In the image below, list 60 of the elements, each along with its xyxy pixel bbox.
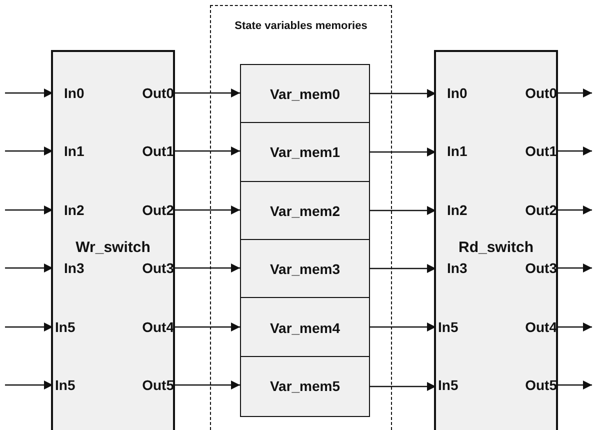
arrow — [370, 206, 436, 216]
port-label: Out3 — [525, 259, 557, 277]
port-label: In0 — [436, 84, 468, 102]
port-label: Out2 — [525, 201, 557, 219]
arrow — [5, 88, 53, 98]
arrow — [370, 147, 436, 157]
port-label: Out4 — [525, 318, 557, 336]
port-label: In5 — [436, 318, 458, 336]
arrow — [174, 263, 240, 273]
arrow — [370, 322, 436, 332]
dashed-group — [210, 5, 392, 430]
switch-block — [434, 50, 558, 430]
memory-box: Var_mem4 — [240, 297, 370, 357]
port-label: Out0 — [525, 84, 557, 102]
arrow — [5, 146, 53, 156]
arrow — [370, 264, 436, 274]
port-label: Out3 — [142, 259, 174, 277]
memory-box: Var_mem1 — [240, 122, 370, 182]
arrow — [557, 146, 592, 156]
arrow — [174, 322, 240, 332]
port-label: In1 — [436, 142, 468, 160]
memory-box: Var_mem0 — [240, 64, 370, 123]
port-label: In5 — [53, 376, 76, 394]
arrow — [174, 146, 240, 156]
arrow — [174, 205, 240, 215]
port-label: Out5 — [142, 376, 174, 394]
block-title: Rd_switch — [457, 239, 534, 256]
memory-box: Var_mem3 — [240, 239, 370, 298]
port-label: In0 — [53, 84, 84, 102]
arrow — [557, 322, 592, 332]
arrow — [5, 263, 53, 273]
group-title: State variables memories — [234, 20, 368, 32]
port-label: Out5 — [525, 376, 557, 394]
port-label: In5 — [53, 318, 76, 336]
port-label: Out4 — [142, 318, 174, 336]
port-label: Out2 — [142, 201, 174, 219]
memory-box: Var_mem2 — [240, 181, 370, 240]
arrow — [174, 380, 240, 390]
memory-box: Var_mem5 — [240, 356, 370, 417]
arrow — [370, 88, 436, 98]
port-label: In3 — [436, 259, 468, 277]
arrow — [557, 263, 592, 273]
port-label: Out1 — [525, 142, 557, 160]
port-label: In1 — [53, 142, 84, 160]
port-label: In3 — [53, 259, 84, 277]
port-label: In5 — [436, 376, 458, 394]
arrow — [557, 205, 592, 215]
port-label: Out1 — [142, 142, 174, 160]
arrow — [5, 322, 53, 332]
arrow — [557, 88, 592, 98]
block-title: Wr_switch — [74, 239, 152, 256]
arrow — [557, 380, 592, 390]
switch-block — [51, 50, 175, 430]
arrow — [370, 382, 436, 392]
arrow — [174, 88, 240, 98]
arrow — [5, 380, 53, 390]
port-label: Out0 — [142, 84, 174, 102]
port-label: In2 — [436, 201, 468, 219]
arrow — [5, 205, 53, 215]
port-label: In2 — [53, 201, 84, 219]
